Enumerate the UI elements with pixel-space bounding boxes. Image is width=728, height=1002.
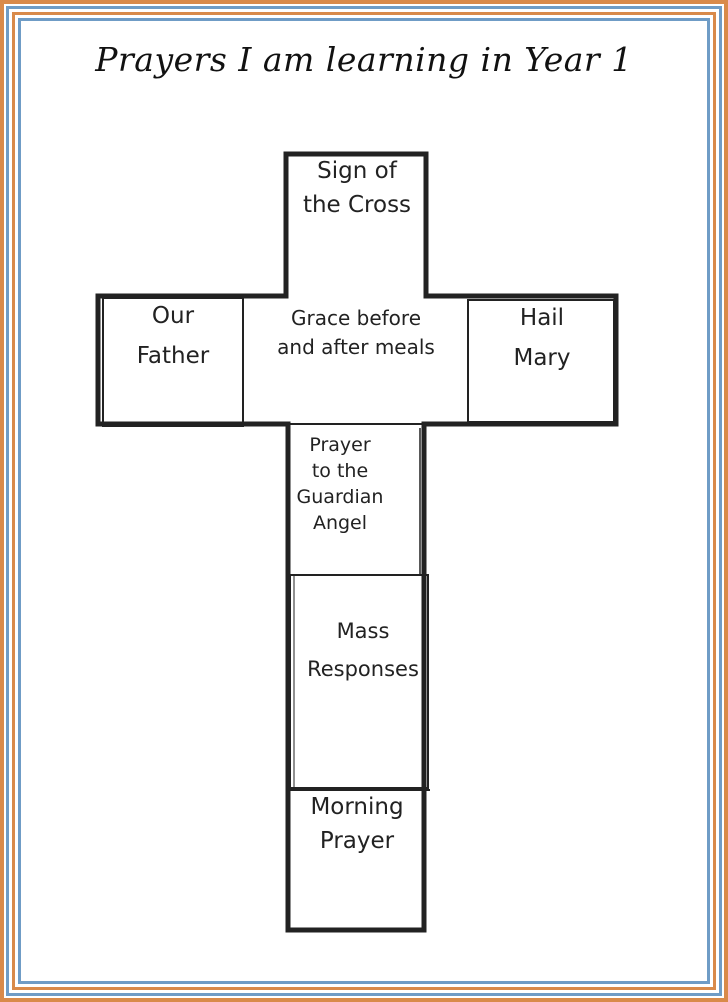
label-grace: Grace before and after meals [277, 306, 435, 359]
page-title: Prayers I am learning in Year 1 [95, 40, 633, 79]
label-sign-of-the-cross: Sign of the Cross [302, 158, 412, 218]
label-morning-prayer: Morning Prayer [310, 794, 404, 854]
box-our-father [102, 297, 244, 427]
box-hail-mary [467, 299, 615, 423]
cross-outline [95, 151, 619, 933]
label-guardian-angel: Prayer to the Guardian Angel [296, 434, 384, 534]
box-mass-responses [289, 574, 429, 789]
label-our-father: Our Father [136, 303, 210, 369]
label-mass-responses: Mass Responses [307, 619, 419, 681]
label-hail-mary: Hail Mary [513, 305, 571, 371]
